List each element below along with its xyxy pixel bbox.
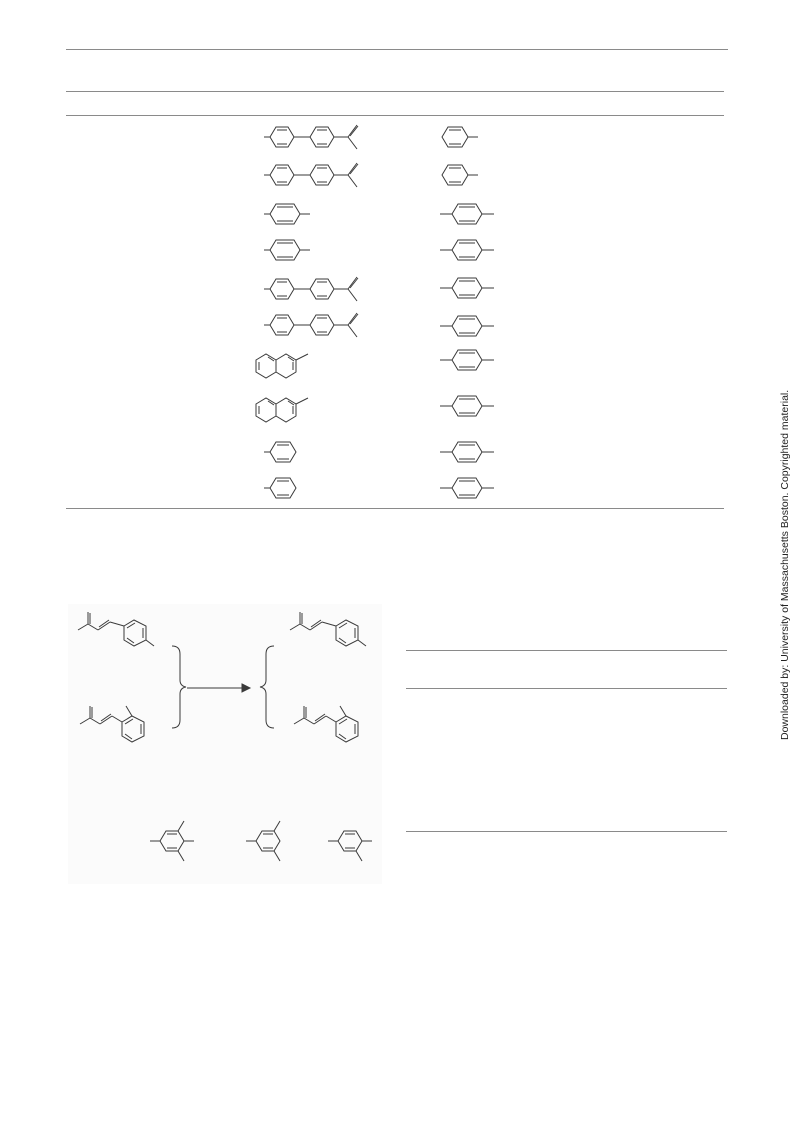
structure-row9-right <box>440 441 494 463</box>
structure-row2-left <box>264 162 359 188</box>
scheme-reaction-arrow <box>187 683 252 693</box>
structure-row3-left <box>264 203 310 225</box>
structure-row1-left <box>264 124 359 150</box>
scheme-product-ortho <box>293 705 359 743</box>
scheme-arene-3 <box>328 830 372 862</box>
scheme-product-para <box>289 612 367 647</box>
download-notice: Downloaded by: University of Massachuset… <box>779 389 791 740</box>
scheme-panel <box>68 604 382 884</box>
structure-row8-right <box>440 395 494 417</box>
table-bottom-rule <box>66 508 724 509</box>
structure-row6-left <box>264 312 359 338</box>
structure-row7-left <box>255 353 309 379</box>
structure-row6-right <box>440 315 494 337</box>
table-subheader-rule <box>66 115 724 116</box>
structure-row5-left <box>264 276 359 302</box>
structure-row10-right <box>440 477 494 499</box>
table-top-rule <box>66 49 728 50</box>
table2-top-rule <box>406 650 727 651</box>
structure-row4-right <box>440 239 494 261</box>
scheme-right-brace <box>259 645 275 729</box>
table2-bottom-rule <box>406 831 727 832</box>
structure-row9-left <box>264 441 297 463</box>
structure-row3-right <box>440 203 494 225</box>
structure-row4-left <box>264 239 310 261</box>
structure-row2-right <box>441 164 478 186</box>
structure-row7-right <box>440 349 494 371</box>
scheme-arene-2 <box>246 820 281 862</box>
table-header-rule <box>66 91 724 92</box>
structure-row10-left <box>264 477 297 499</box>
scheme-reactant-para <box>77 612 155 647</box>
scheme-reactant-ortho <box>79 705 145 743</box>
structure-row5-right <box>440 277 494 299</box>
scheme-arene-1 <box>150 820 194 862</box>
structure-row8-left <box>255 397 309 423</box>
table2-header-rule <box>406 688 727 689</box>
scheme-left-brace <box>171 645 187 729</box>
structure-row1-right <box>441 126 478 148</box>
